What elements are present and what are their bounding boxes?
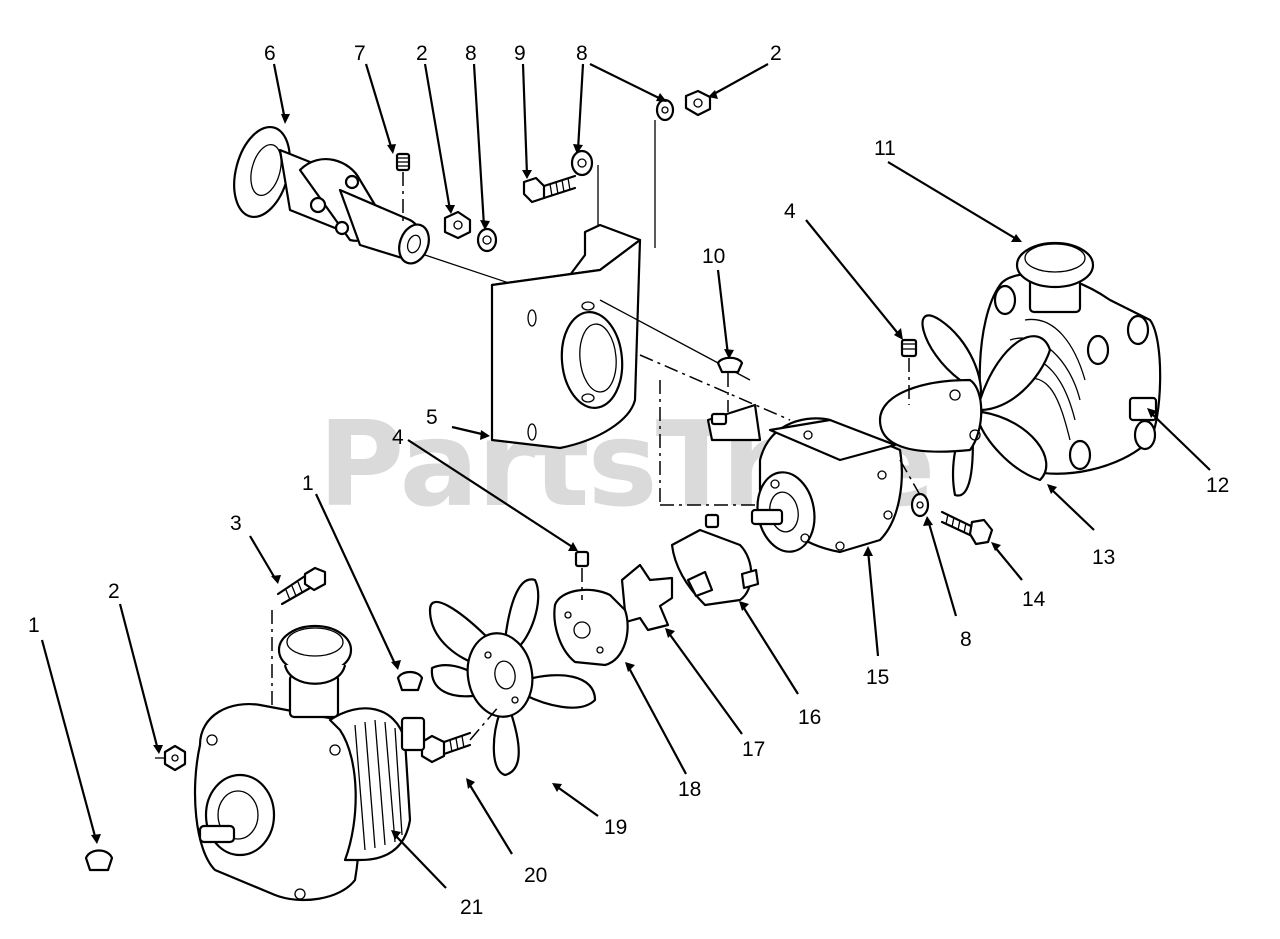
callout-8: 8 (465, 42, 477, 65)
callout-8: 8 (960, 628, 972, 651)
callout-16: 16 (798, 706, 821, 729)
callout-15: 15 (866, 666, 889, 689)
washer-and-bolt-right (910, 492, 994, 546)
gearbox-left (193, 624, 426, 902)
callout-4: 4 (784, 200, 796, 223)
callout-labels: 6 7 2 8 9 8 2 11 4 10 5 4 1 3 2 1 12 13 … (28, 42, 1229, 919)
callout-13: 13 (1092, 546, 1115, 569)
callout-18: 18 (678, 778, 701, 801)
callout-4: 4 (392, 426, 404, 449)
fan-center (428, 578, 597, 777)
pump-body (706, 403, 903, 554)
callout-8: 8 (576, 42, 588, 65)
callout-7: 7 (354, 42, 366, 65)
callout-14: 14 (1022, 588, 1046, 611)
mounting-bracket (490, 223, 751, 450)
washer-and-nut-right (570, 89, 712, 248)
callout-17: 17 (742, 738, 765, 761)
set-screw (395, 152, 411, 225)
woodruff-key-lower (84, 849, 114, 872)
callout-2: 2 (108, 580, 120, 603)
woodruff-key-upper (716, 356, 744, 374)
callout-6: 6 (264, 42, 276, 65)
coupling-assembly (553, 513, 760, 667)
callout-19: 19 (604, 816, 627, 839)
set-screw-right (900, 338, 918, 405)
assembly-centerlines (639, 354, 921, 506)
fan-right (878, 314, 1052, 497)
bolt (522, 174, 577, 204)
callout-21: 21 (460, 896, 483, 919)
callout-2: 2 (770, 42, 782, 65)
nut-lower-left (155, 744, 187, 772)
callout-11: 11 (874, 137, 896, 160)
callout-12: 12 (1206, 474, 1229, 497)
leader-lines (40, 63, 1211, 889)
callout-10: 10 (702, 245, 725, 268)
woodruff-key-mid (396, 670, 424, 692)
bolt-upper-left (271, 566, 327, 705)
callout-3: 3 (230, 512, 242, 535)
bolt-lower (420, 704, 501, 764)
universal-joint (233, 125, 430, 265)
callout-20: 20 (524, 864, 547, 887)
callout-1: 1 (302, 472, 314, 495)
callout-1: 1 (28, 614, 40, 637)
callout-5: 5 (426, 406, 438, 429)
gearbox-right (978, 241, 1162, 475)
leader-arrowheads (91, 90, 1157, 844)
callout-9: 9 (514, 42, 526, 65)
callout-2: 2 (416, 42, 428, 65)
